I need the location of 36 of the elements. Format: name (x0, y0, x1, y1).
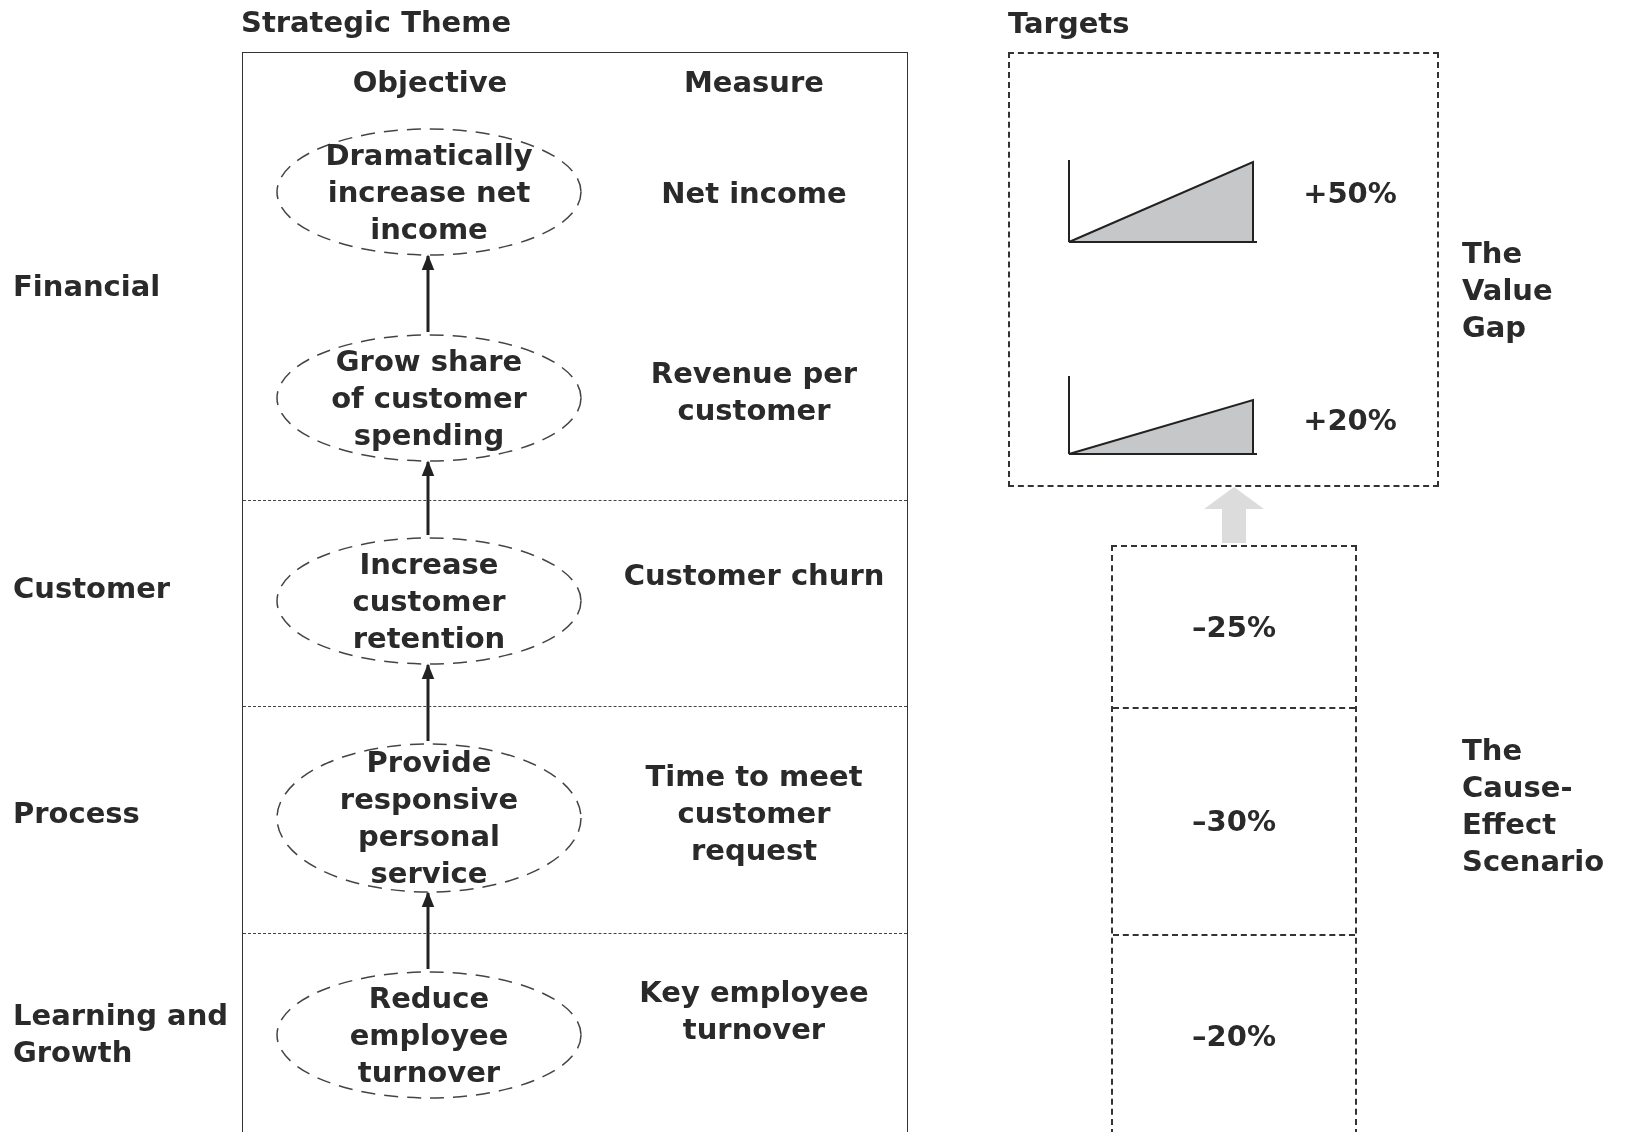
measure-text: Time to meet customer request (644, 758, 864, 869)
objective-text: Provide responsive personal service (338, 744, 520, 892)
arrow (421, 663, 435, 741)
column-heading: Measure (683, 64, 825, 101)
objective-oval (275, 742, 583, 894)
perspective-label: Learning and Growth (13, 997, 230, 1071)
column-heading: Objective (351, 64, 509, 101)
bracket-label: The Value Gap (1462, 235, 1554, 346)
perspective-label: Process (13, 795, 141, 832)
objective-text: Dramatically increase net income (324, 136, 534, 248)
objective-text: Grow share of customer spending (330, 342, 528, 454)
panel-heading: Strategic Theme (241, 5, 512, 39)
perspective-label: Financial (13, 268, 162, 305)
objective-oval (275, 127, 583, 257)
measure-text: Customer churn (622, 557, 886, 594)
objective-text: Increase customer retention (351, 545, 507, 657)
target-value: +20% (1302, 402, 1398, 439)
target-value: +50% (1302, 175, 1398, 212)
objective-oval (275, 536, 583, 666)
bracket-label: The Cause-Effect Scenario (1462, 732, 1606, 880)
measure-text: Key employee turnover (638, 974, 870, 1048)
objective-text: Reduce employee turnover (348, 979, 510, 1091)
measure-text: Net income (660, 175, 848, 212)
objective-oval (275, 333, 583, 463)
measure-text: Revenue per customer (649, 355, 859, 429)
panel-heading: Targets (1008, 6, 1130, 40)
arrow (1204, 487, 1264, 543)
perspective-label: Customer (13, 570, 172, 607)
objective-oval (275, 970, 583, 1100)
scenario-value: –30% (1192, 803, 1276, 838)
scenario-column (1111, 545, 1357, 1132)
arrow (421, 254, 435, 332)
arrow (421, 891, 435, 969)
arrow (421, 460, 435, 535)
scenario-value: –25% (1192, 610, 1276, 644)
scenario-value: –20% (1192, 1018, 1276, 1053)
